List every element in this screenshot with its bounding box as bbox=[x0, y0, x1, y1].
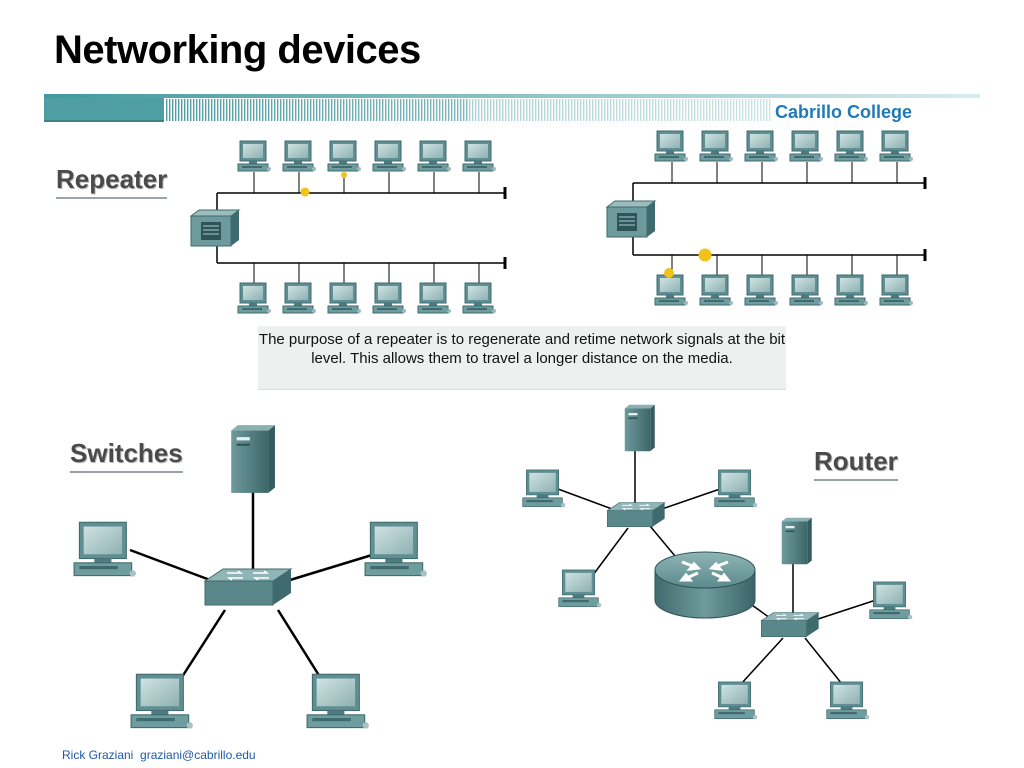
router-diagram bbox=[522, 404, 913, 720]
signal-dot bbox=[698, 248, 712, 262]
pc-icon bbox=[879, 274, 914, 306]
server-icon bbox=[624, 404, 655, 452]
pc-icon bbox=[417, 282, 452, 314]
pc-icon bbox=[522, 469, 566, 508]
pc-icon bbox=[327, 282, 362, 314]
pc-icon bbox=[714, 469, 758, 508]
pc-icon bbox=[558, 569, 602, 608]
pc-icon bbox=[744, 274, 779, 306]
repeater-icon bbox=[190, 209, 240, 247]
router-icon bbox=[654, 551, 756, 619]
repeater-diagram-right bbox=[606, 130, 927, 306]
server-icon bbox=[781, 517, 812, 565]
pc-icon bbox=[714, 681, 758, 720]
switch-icon bbox=[204, 568, 292, 606]
pc-icon bbox=[130, 673, 194, 730]
pc-icon bbox=[282, 140, 317, 172]
pc-icon bbox=[237, 282, 272, 314]
repeater-diagram-left bbox=[190, 140, 507, 314]
signal-dot bbox=[341, 172, 347, 178]
repeater-caption: The purpose of a repeater is to regenera… bbox=[258, 326, 786, 390]
repeater-heading: Repeater bbox=[56, 164, 168, 199]
pc-icon bbox=[879, 130, 914, 162]
header-banner bbox=[44, 94, 980, 122]
switches-heading: Switches bbox=[70, 438, 183, 473]
pc-icon bbox=[462, 282, 497, 314]
pc-icon bbox=[744, 130, 779, 162]
slide-title: Networking devices bbox=[54, 28, 421, 72]
footer-credit: Rick Graziani graziani@cabrillo.edu bbox=[62, 748, 256, 762]
server-icon bbox=[231, 425, 275, 493]
bus-drops-bottom-left bbox=[253, 263, 480, 284]
pc-icon bbox=[462, 140, 497, 172]
pc-icon bbox=[654, 130, 689, 162]
pc-icon bbox=[364, 521, 428, 578]
pc-icon bbox=[73, 521, 137, 578]
pc-icon bbox=[372, 140, 407, 172]
pc-icon bbox=[372, 282, 407, 314]
bus-drops-bottom-right bbox=[671, 255, 898, 276]
pc-icon bbox=[306, 673, 370, 730]
bus-drops-top-right bbox=[671, 162, 898, 183]
pc-icon bbox=[699, 274, 734, 306]
banner-stripes bbox=[166, 99, 771, 121]
switch-diagram bbox=[73, 425, 428, 730]
pc-icon bbox=[834, 274, 869, 306]
pc-icon bbox=[327, 140, 362, 172]
signal-dot bbox=[300, 187, 310, 197]
repeater-icon bbox=[606, 200, 656, 238]
pc-icon bbox=[699, 130, 734, 162]
pc-icon bbox=[237, 140, 272, 172]
pc-icon bbox=[789, 130, 824, 162]
pc-icon bbox=[654, 274, 689, 306]
switch-icon bbox=[760, 612, 820, 638]
bus-drops-top-left bbox=[253, 172, 480, 193]
pc-icon bbox=[417, 140, 452, 172]
pc-icon bbox=[789, 274, 824, 306]
signal-dot bbox=[664, 268, 674, 278]
pc-icon bbox=[834, 130, 869, 162]
switch-icon bbox=[606, 502, 666, 528]
pc-icon bbox=[826, 681, 870, 720]
pc-icon bbox=[869, 581, 913, 620]
router-heading: Router bbox=[814, 446, 898, 481]
pc-icon bbox=[282, 282, 317, 314]
college-logo-text: Cabrillo College bbox=[775, 102, 913, 122]
